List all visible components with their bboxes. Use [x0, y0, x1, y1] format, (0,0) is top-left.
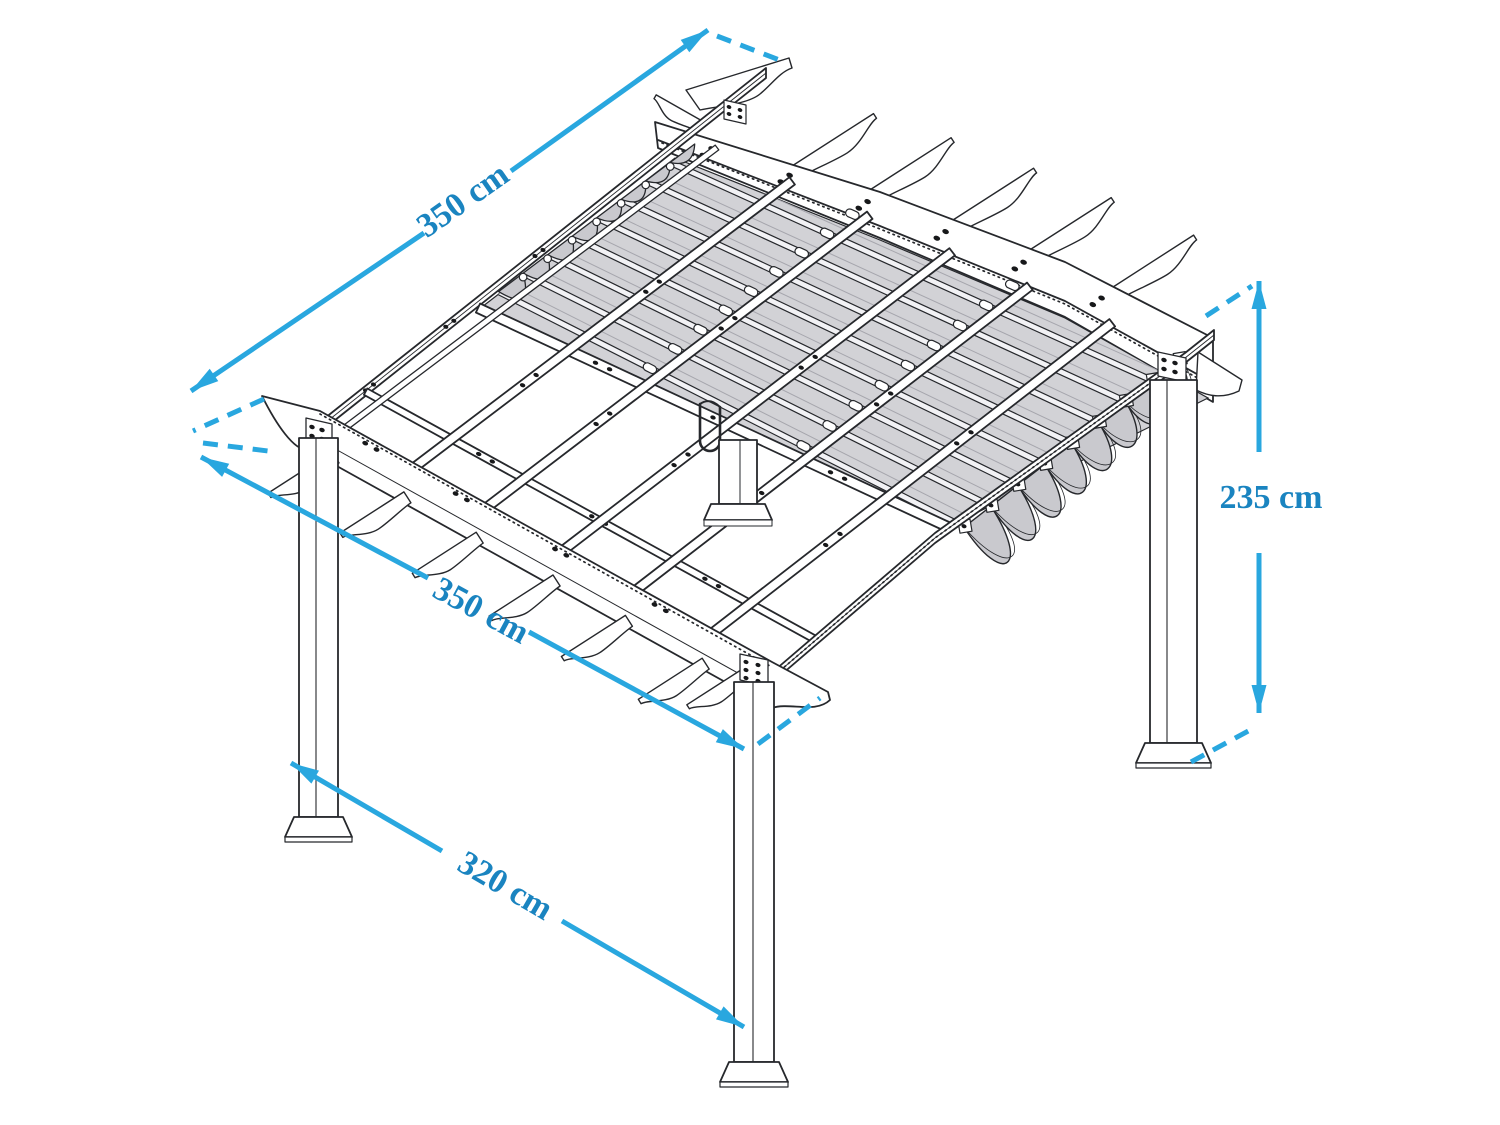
svg-text:235 cm: 235 cm — [1220, 479, 1323, 516]
